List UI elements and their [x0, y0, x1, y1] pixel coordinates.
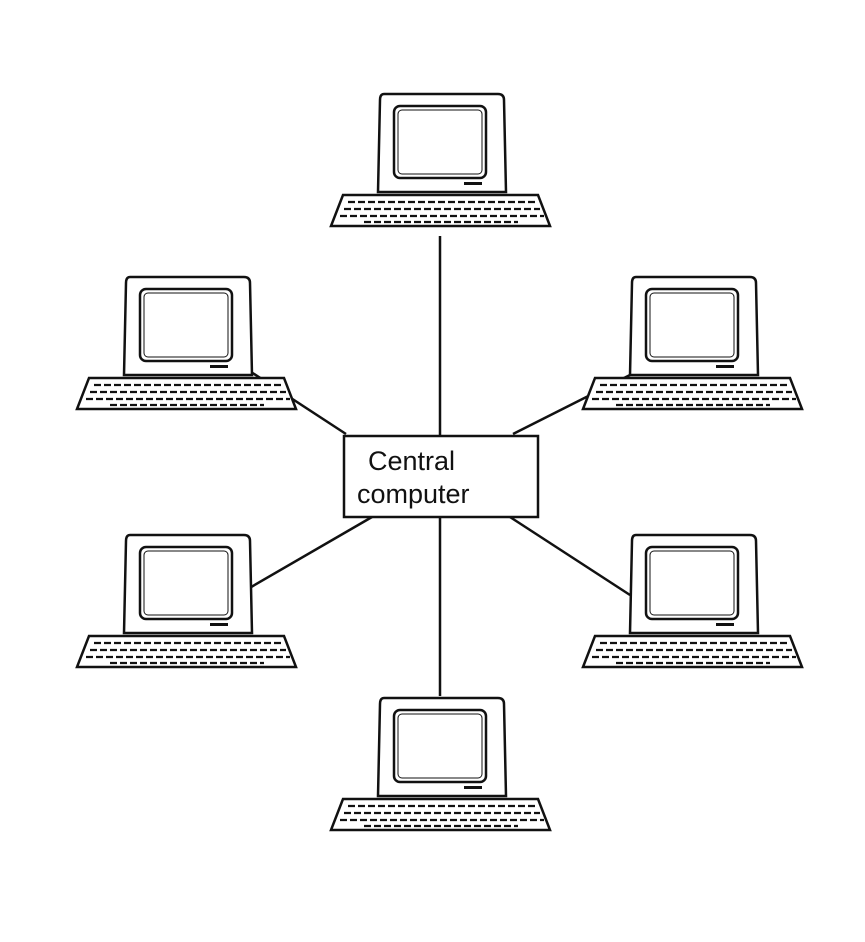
terminal-lower-left [75, 533, 298, 669]
central-computer-box [342, 434, 540, 519]
link-lower-left [245, 515, 373, 592]
terminal-upper-right [581, 275, 804, 411]
link-lower-right [509, 515, 631, 597]
central-computer-node: Central computer [342, 434, 540, 519]
central-computer-label-line2: computer [357, 479, 470, 509]
terminal-bottom [329, 696, 552, 832]
terminal-upper-left [75, 275, 298, 411]
terminal-top [329, 92, 552, 228]
central-computer-label-line1: Central [368, 446, 455, 476]
terminal-lower-right [581, 533, 804, 669]
